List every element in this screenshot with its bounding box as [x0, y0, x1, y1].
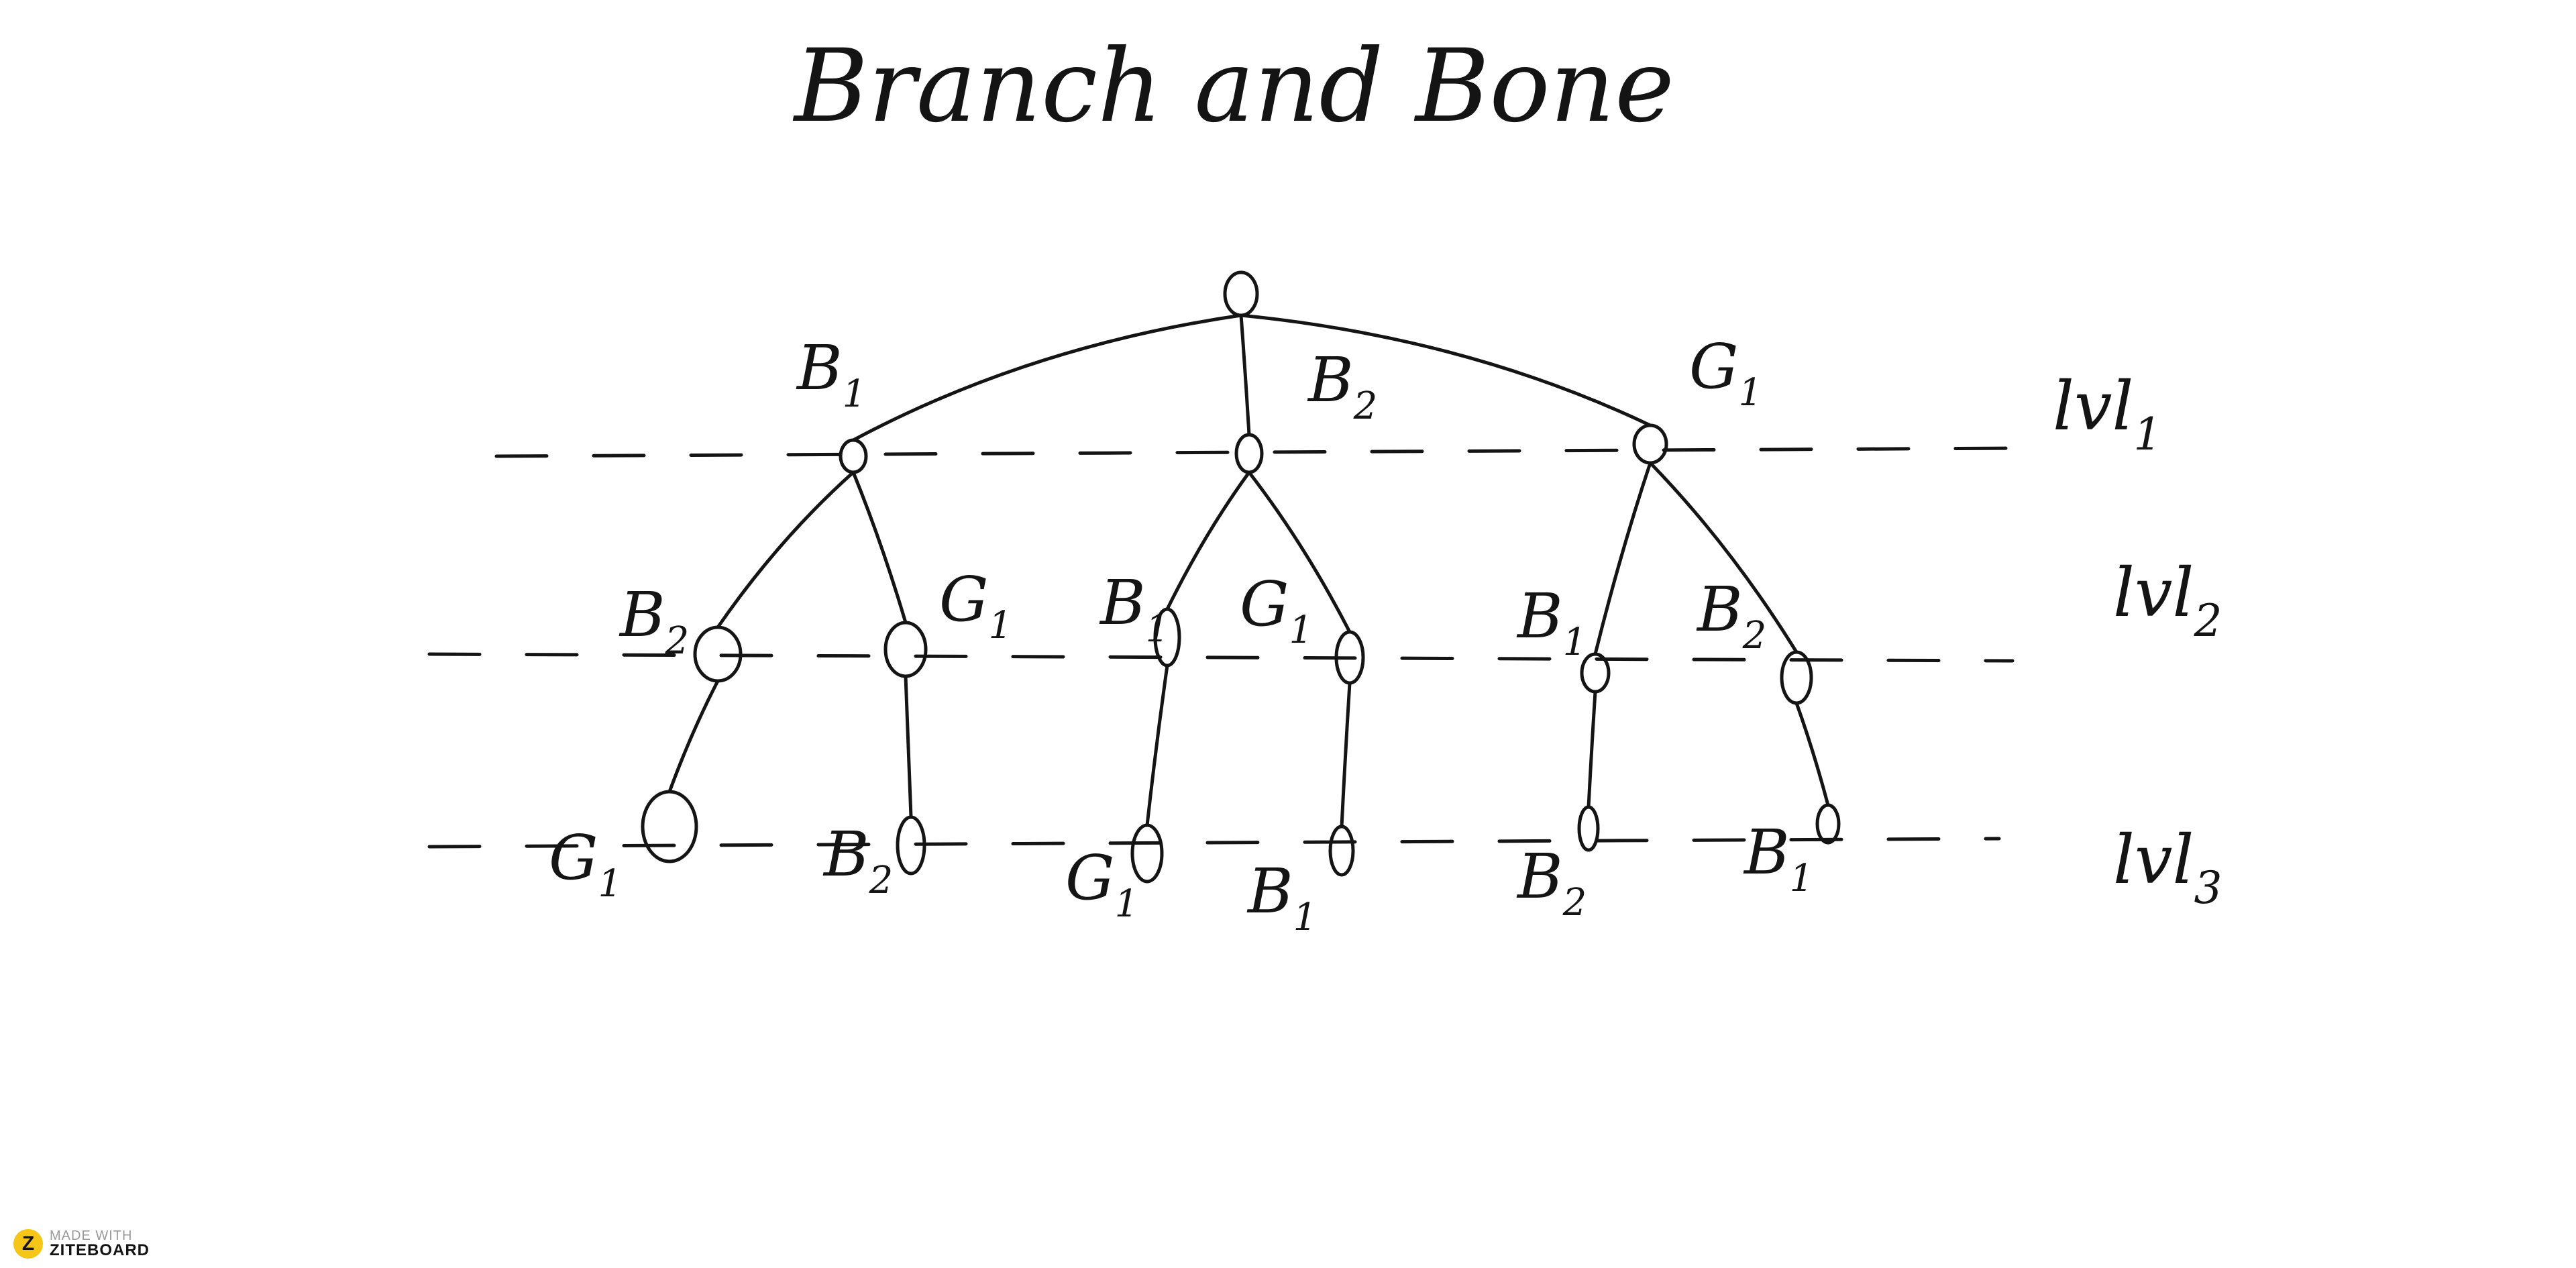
node-label-subscript: 2	[1562, 881, 1587, 924]
node-label: B1	[1246, 855, 1317, 939]
diagram-title: Branch and Bone	[792, 28, 1674, 145]
edge-root-n3	[1239, 313, 1652, 427]
node-label-subscript: 2	[665, 619, 690, 663]
tree-node	[1334, 630, 1365, 685]
tree-node	[1130, 823, 1164, 884]
edge-n11-n111	[667, 679, 720, 794]
edge-n12-n121	[904, 674, 913, 819]
edge-n22-n221	[1340, 681, 1352, 829]
edge-n3-n31	[1593, 461, 1652, 656]
badge-made-with: MADE WITH	[50, 1228, 133, 1243]
tree-node	[693, 625, 743, 683]
edge-n1-n11	[716, 470, 855, 629]
node-label-subscript: 2	[1742, 614, 1767, 657]
node-label: B2	[1516, 841, 1587, 924]
node-label-subscript: 1	[843, 372, 867, 416]
tree-node	[1234, 433, 1264, 474]
tree-node	[883, 621, 928, 678]
node-label: B1	[1516, 580, 1587, 664]
edge-n32-n321	[1794, 701, 1830, 807]
edge-n1-n12	[851, 470, 908, 625]
level-label-2: lvl2	[2113, 553, 2222, 647]
level-dividers	[427, 446, 2028, 849]
node-label-subscript: 2	[869, 859, 894, 902]
tree-node	[1580, 652, 1611, 694]
edge-n21-n211	[1145, 664, 1169, 827]
tree-node	[1153, 607, 1181, 668]
node-label-subscript: 1	[598, 862, 623, 906]
node-label: B2	[619, 579, 689, 663]
node-label-subscript: 2	[1353, 384, 1378, 428]
node-label-subscript: 1	[1739, 371, 1763, 415]
tree-node	[1780, 650, 1813, 705]
level-divider-3	[427, 837, 2001, 849]
node-label: G1	[1065, 842, 1138, 926]
tree-node	[896, 815, 926, 876]
node-label-subscript: 1	[1115, 882, 1139, 926]
level-label-3: lvl3	[2113, 821, 2222, 914]
tree-edges	[667, 313, 1830, 829]
ziteboard-badge: Z MADE WITH ZITEBOARD	[13, 1225, 150, 1263]
node-label-subscript: 1	[989, 604, 1013, 647]
node-label-subscript: 1	[1146, 607, 1170, 651]
tree-node	[641, 790, 698, 863]
tree-node	[1815, 803, 1841, 845]
node-label: B1	[796, 332, 866, 416]
level-divider-1	[494, 446, 2028, 458]
root-node	[1223, 270, 1259, 317]
node-label: B2	[822, 818, 893, 902]
edge-n2-n21	[1165, 470, 1251, 611]
tree-node	[1632, 423, 1668, 465]
tree-node	[839, 438, 868, 474]
level-divider-2	[427, 652, 2015, 663]
node-label-subscript: 1	[1563, 621, 1587, 664]
level-labels: lvl1 lvl2 lvl3	[2053, 367, 2222, 914]
level-label-subscript: 1	[2133, 409, 2161, 460]
tree-nodes	[641, 270, 1841, 884]
edge-root-n2	[1239, 313, 1251, 437]
edge-root-n1	[851, 313, 1243, 442]
badge-brand: ZITEBOARD	[50, 1241, 150, 1259]
node-label-subscript: 1	[1293, 896, 1318, 939]
node-label-subscript: 1	[1289, 609, 1313, 652]
edge-n31-n311	[1587, 690, 1597, 809]
node-label: G1	[939, 564, 1012, 647]
edge-n3-n32	[1648, 461, 1799, 654]
tree-node	[1577, 805, 1600, 852]
node-label: B2	[1307, 344, 1377, 428]
node-label: G1	[549, 822, 622, 906]
node-label: B1	[1743, 816, 1813, 900]
ziteboard-logo-icon: Z	[13, 1229, 43, 1259]
node-label: B2	[1696, 574, 1766, 657]
node-label: B1	[1099, 567, 1169, 651]
edge-n2-n22	[1247, 470, 1352, 634]
level-label-1: lvl1	[2053, 367, 2161, 460]
node-label-subscript: 1	[1790, 857, 1814, 900]
node-label: G1	[1689, 331, 1762, 415]
tree-node	[1328, 825, 1355, 877]
node-label: G1	[1240, 568, 1313, 652]
level-label-subscript: 2	[2193, 595, 2222, 647]
level-label-subscript: 3	[2194, 862, 2222, 914]
